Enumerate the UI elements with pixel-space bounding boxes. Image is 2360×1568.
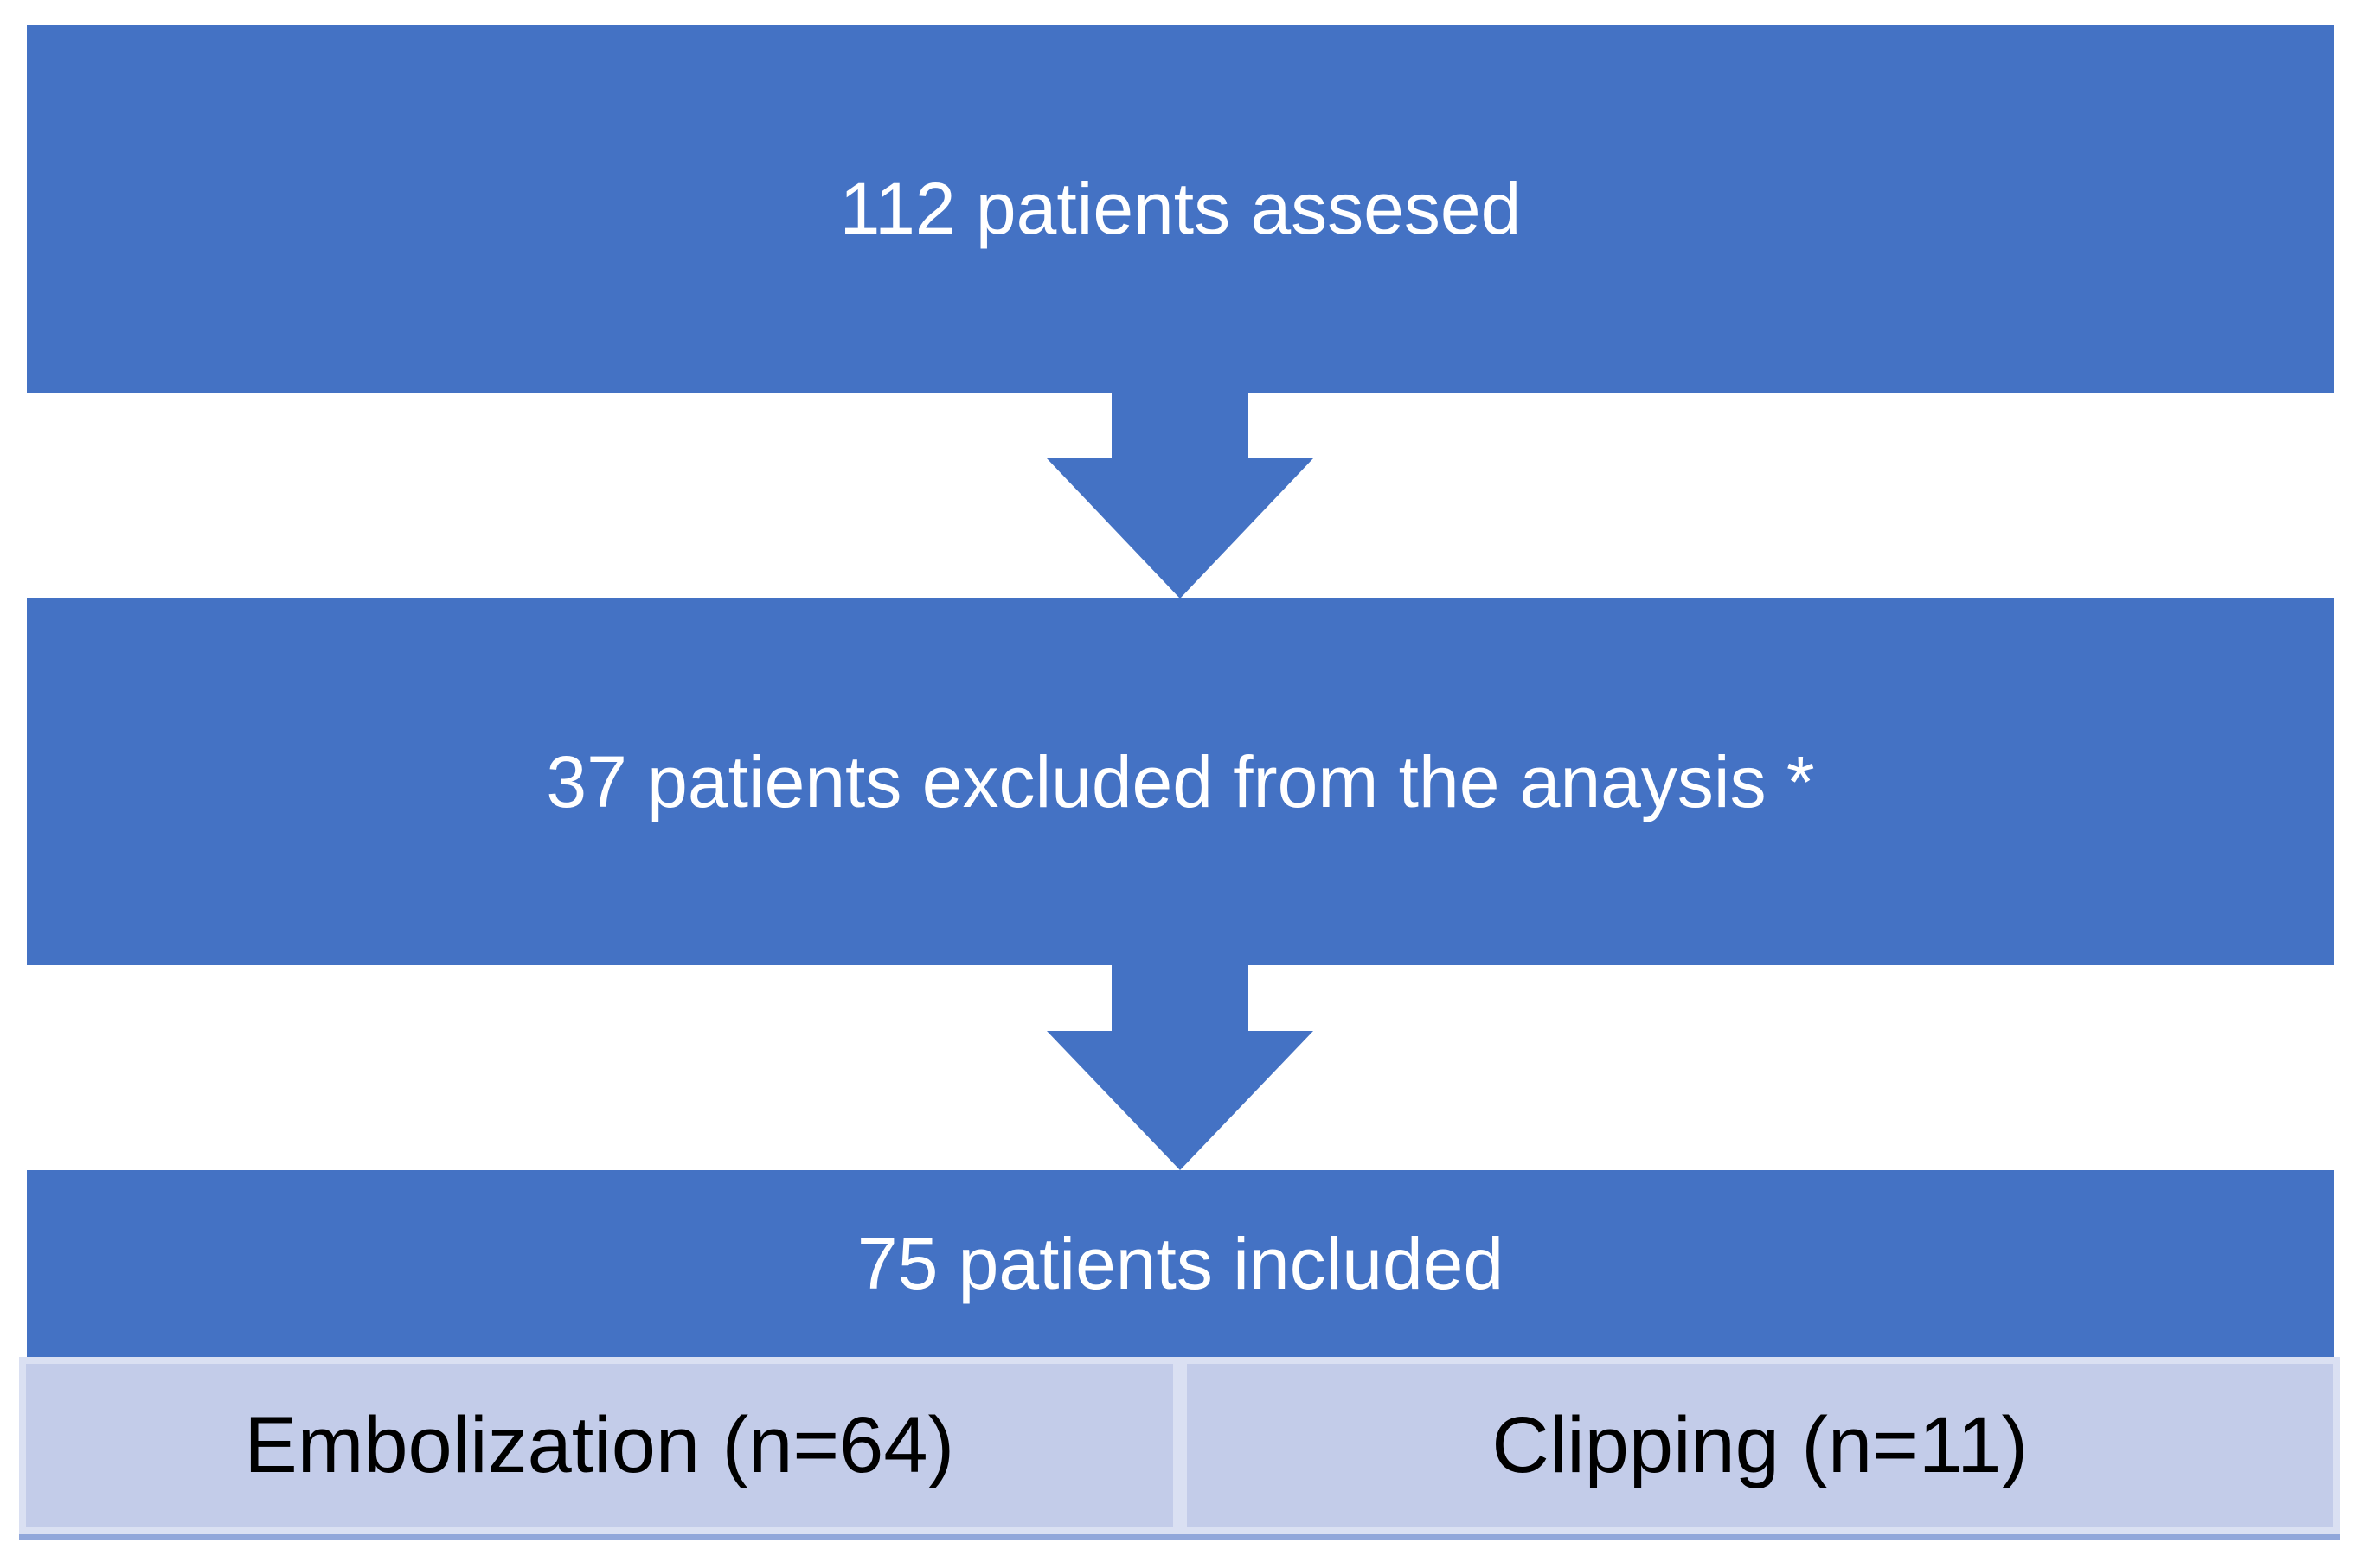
branch-row-shadow [19,1534,2340,1540]
flow-box-patients-assessed: 112 patients assesed [27,25,2334,393]
down-arrow-icon [1047,393,1313,598]
flow-box-patients-excluded: 37 patients excluded from the anaysis * [27,598,2334,965]
branch-cell-clipping-label: Clipping (n=11) [1491,1401,2029,1490]
branch-cell-embolization-label: Embolization (n=64) [244,1401,955,1490]
flow-box-patients-included: 75 patients included [27,1170,2334,1357]
branch-cell-embolization: Embolization (n=64) [19,1357,1180,1534]
down-arrow-icon [1047,965,1313,1170]
branch-cell-clipping: Clipping (n=11) [1179,1357,2340,1534]
flow-box-patients-included-label: 75 patients included [856,1222,1504,1304]
flow-box-patients-excluded-label: 37 patients excluded from the anaysis * [546,740,1815,822]
flow-box-patients-assessed-label: 112 patients assesed [839,168,1522,250]
treatment-branch-row: Embolization (n=64) Clipping (n=11) [19,1357,2340,1540]
